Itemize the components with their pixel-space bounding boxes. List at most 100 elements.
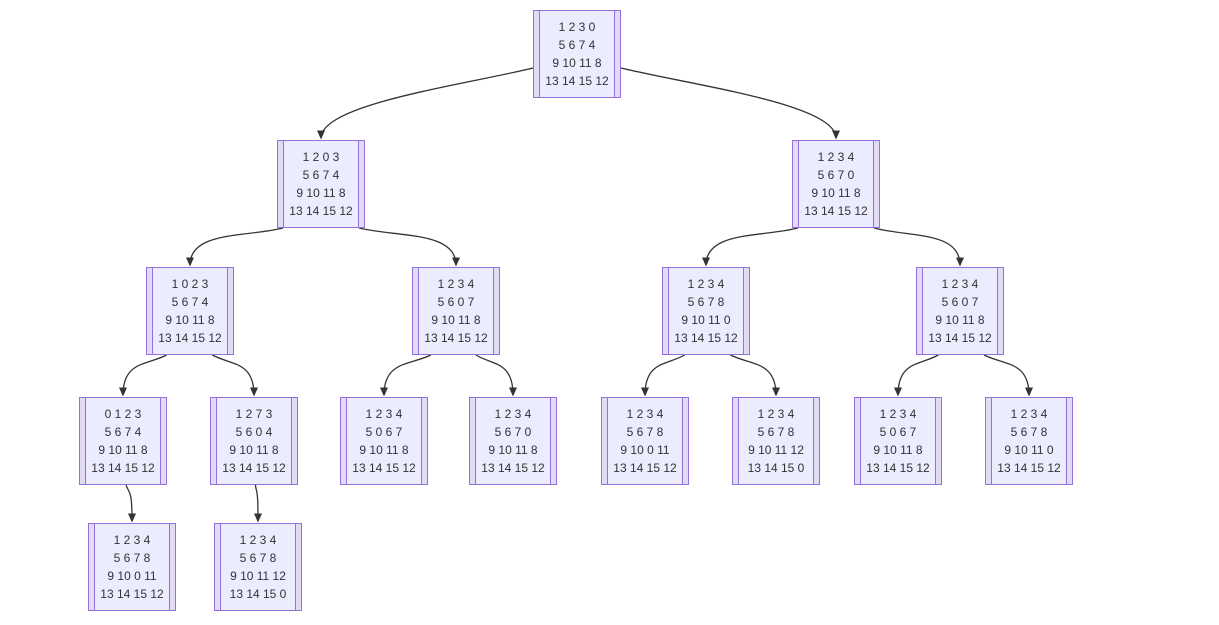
puzzle-node-n1: 1 2 0 3 5 6 7 4 9 10 11 8 13 14 15 12 xyxy=(277,140,365,228)
edge-n5-n12 xyxy=(730,354,780,397)
puzzle-row: 5 6 7 4 xyxy=(302,168,340,182)
puzzle-node-body: 1 2 3 0 5 6 7 4 9 10 11 8 13 14 15 12 xyxy=(539,11,615,97)
puzzle-node-n15: 1 2 3 4 5 6 7 8 9 10 0 11 13 14 15 12 xyxy=(88,523,176,611)
puzzle-node-body: 1 2 3 4 5 6 0 7 9 10 11 8 13 14 15 12 xyxy=(418,268,494,354)
edge-n5-n11 xyxy=(641,354,685,397)
puzzle-row: 5 6 0 7 xyxy=(941,295,979,309)
puzzle-row: 5 6 7 8 xyxy=(626,425,664,439)
puzzle-row: 9 10 11 8 xyxy=(431,313,481,327)
puzzle-node-body: 1 2 0 3 5 6 7 4 9 10 11 8 13 14 15 12 xyxy=(283,141,359,227)
puzzle-row: 13 14 15 0 xyxy=(229,587,287,601)
puzzle-row: 1 2 3 4 xyxy=(626,407,664,421)
puzzle-row: 9 10 11 8 xyxy=(296,186,346,200)
edge-n4-n10 xyxy=(475,354,517,397)
puzzle-row: 9 10 11 8 xyxy=(552,56,602,70)
puzzle-row: 13 14 15 12 xyxy=(674,331,738,345)
edge-n7-n15 xyxy=(125,484,136,523)
puzzle-row: 9 10 11 8 xyxy=(165,313,215,327)
edge-n1-n4 xyxy=(358,227,460,267)
puzzle-row: 0 1 2 3 xyxy=(104,407,142,421)
puzzle-row: 1 2 3 4 xyxy=(113,533,151,547)
puzzle-row: 1 2 3 4 xyxy=(879,407,917,421)
puzzle-node-body: 1 2 3 4 5 6 0 7 9 10 11 8 13 14 15 12 xyxy=(922,268,998,354)
edge-n3-n7 xyxy=(119,354,167,397)
puzzle-row: 9 10 11 8 xyxy=(229,443,279,457)
puzzle-row: 5 6 7 0 xyxy=(494,425,532,439)
edge-n6-n14 xyxy=(983,354,1033,397)
puzzle-row: 1 2 3 4 xyxy=(817,150,855,164)
puzzle-row: 5 6 7 8 xyxy=(757,425,795,439)
puzzle-row: 1 0 2 3 xyxy=(171,277,209,291)
puzzle-row: 9 10 0 11 xyxy=(107,569,157,583)
puzzle-row: 9 10 0 11 xyxy=(620,443,670,457)
edge-n1-n3 xyxy=(186,227,284,267)
puzzle-row: 13 14 15 12 xyxy=(928,331,992,345)
puzzle-node-n0: 1 2 3 0 5 6 7 4 9 10 11 8 13 14 15 12 xyxy=(533,10,621,98)
puzzle-node-body: 1 2 3 4 5 6 7 8 9 10 0 11 13 14 15 12 xyxy=(607,398,683,484)
puzzle-row: 1 2 3 4 xyxy=(941,277,979,291)
puzzle-row: 9 10 11 8 xyxy=(935,313,985,327)
puzzle-row: 5 6 7 8 xyxy=(1010,425,1048,439)
puzzle-row: 9 10 11 8 xyxy=(488,443,538,457)
puzzle-row: 13 14 15 12 xyxy=(481,461,545,475)
puzzle-row: 5 6 0 7 xyxy=(437,295,475,309)
puzzle-row: 5 6 7 4 xyxy=(558,38,596,52)
puzzle-node-n4: 1 2 3 4 5 6 0 7 9 10 11 8 13 14 15 12 xyxy=(412,267,500,355)
puzzle-row: 1 2 3 4 xyxy=(239,533,277,547)
puzzle-row: 1 2 3 4 xyxy=(437,277,475,291)
puzzle-row: 9 10 11 12 xyxy=(230,569,286,583)
puzzle-row: 1 2 3 4 xyxy=(687,277,725,291)
puzzle-row: 9 10 11 12 xyxy=(748,443,804,457)
puzzle-row: 5 6 7 8 xyxy=(113,551,151,565)
puzzle-row: 13 14 15 12 xyxy=(545,74,609,88)
puzzle-row: 13 14 15 12 xyxy=(613,461,677,475)
puzzle-row: 13 14 15 12 xyxy=(91,461,155,475)
puzzle-row: 1 2 7 3 xyxy=(235,407,273,421)
puzzle-row: 1 2 3 4 xyxy=(1010,407,1048,421)
puzzle-node-body: 0 1 2 3 5 6 7 4 9 10 11 8 13 14 15 12 xyxy=(85,398,161,484)
puzzle-row: 13 14 15 12 xyxy=(352,461,416,475)
puzzle-node-n6: 1 2 3 4 5 6 0 7 9 10 11 8 13 14 15 12 xyxy=(916,267,1004,355)
edge-n8-n16 xyxy=(253,484,262,523)
puzzle-row: 1 2 0 3 xyxy=(302,150,340,164)
edge-n0-n1 xyxy=(317,67,534,140)
edge-n0-n2 xyxy=(620,67,840,140)
edge-n2-n6 xyxy=(873,227,964,267)
puzzle-row: 1 2 3 4 xyxy=(365,407,403,421)
edge-n3-n8 xyxy=(212,354,258,397)
puzzle-row: 9 10 11 8 xyxy=(359,443,409,457)
puzzle-row: 13 14 15 12 xyxy=(100,587,164,601)
puzzle-row: 9 10 11 8 xyxy=(811,186,861,200)
puzzle-row: 13 14 15 12 xyxy=(866,461,930,475)
puzzle-node-body: 1 2 3 4 5 6 7 8 9 10 0 11 13 14 15 12 xyxy=(94,524,170,610)
puzzle-row: 9 10 11 0 xyxy=(1004,443,1054,457)
edge-n6-n13 xyxy=(894,354,939,397)
edge-n2-n5 xyxy=(702,227,799,267)
puzzle-row: 5 6 0 4 xyxy=(235,425,273,439)
puzzle-row: 5 6 7 4 xyxy=(104,425,142,439)
puzzle-row: 13 14 15 12 xyxy=(424,331,488,345)
puzzle-row: 13 14 15 12 xyxy=(289,204,353,218)
puzzle-row: 1 2 3 0 xyxy=(558,20,596,34)
puzzle-row: 13 14 15 12 xyxy=(997,461,1061,475)
puzzle-row: 9 10 11 8 xyxy=(98,443,148,457)
puzzle-node-n7: 0 1 2 3 5 6 7 4 9 10 11 8 13 14 15 12 xyxy=(79,397,167,485)
